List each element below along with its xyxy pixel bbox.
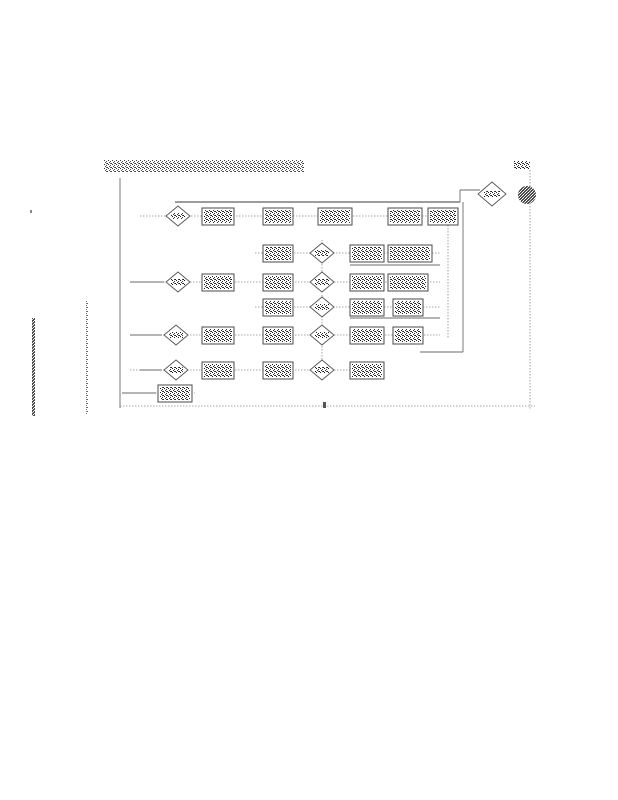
- process-box-r6-c2: [262, 361, 294, 380]
- decision-diamond-top-right: [477, 181, 507, 207]
- decision-diamond-6: [309, 271, 335, 293]
- process-box-r6-c3: [349, 361, 385, 380]
- left-margin-marks: [30, 210, 88, 416]
- decision-diamond-7: [309, 296, 335, 318]
- process-box-r5-c1: [201, 326, 235, 345]
- page-marker: [323, 402, 326, 408]
- process-box-r3-c3: [349, 273, 385, 292]
- process-box-r5-c4: [392, 326, 424, 345]
- process-box-r3-c4: [387, 273, 429, 292]
- process-box-r4-c3: [349, 298, 385, 317]
- decision-diamond-8: [309, 324, 335, 346]
- process-box-r1-c1: [201, 207, 235, 226]
- process-box-r1-c5: [427, 207, 459, 226]
- decision-diamond-4: [163, 359, 189, 381]
- process-box-r3-c1: [201, 273, 235, 292]
- process-box-r5-c3: [349, 326, 385, 345]
- process-box-r7-c0: [157, 384, 193, 403]
- decision-diamond-9: [309, 359, 335, 381]
- process-box-r3-c2: [262, 273, 294, 292]
- decision-diamond-3: [163, 324, 189, 346]
- decision-diamond-1: [165, 205, 191, 227]
- process-box-r2-c2: [262, 244, 294, 263]
- top-right-blob: [518, 186, 536, 204]
- process-box-r2-c3: [349, 244, 385, 263]
- top-right-marker: [514, 161, 536, 204]
- process-box-r2-c4: [387, 244, 433, 263]
- process-box-r4-c4: [392, 298, 424, 317]
- process-box-r1-c3: [317, 207, 353, 226]
- process-box-r6-c1: [201, 361, 235, 380]
- process-box-r4-c2: [262, 298, 294, 317]
- process-box-r1-c2: [262, 207, 294, 226]
- diagram-title-illegible: [104, 160, 304, 172]
- decision-diamond-2: [165, 271, 191, 293]
- decision-diamond-5: [309, 242, 335, 264]
- process-box-r1-c4: [387, 207, 423, 226]
- process-box-r5-c2: [262, 326, 294, 345]
